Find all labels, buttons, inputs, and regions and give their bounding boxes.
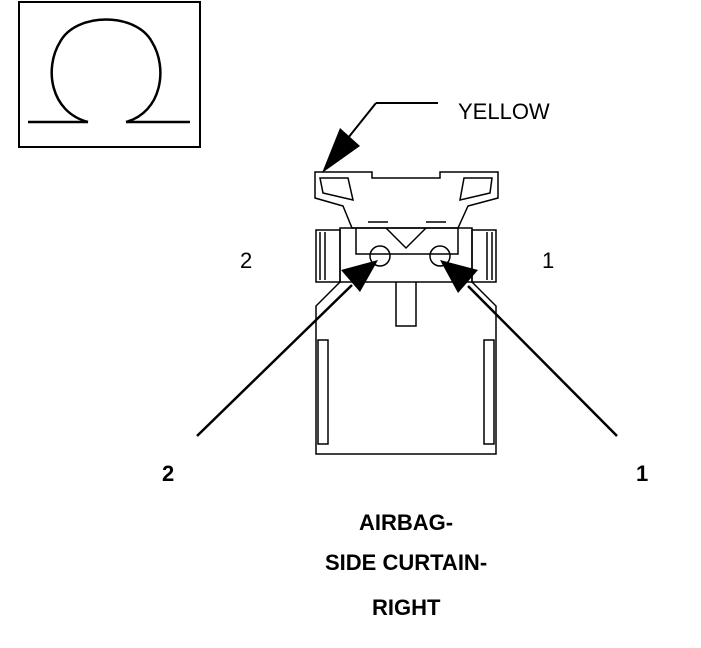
- connector: [314, 171, 499, 455]
- ohmmeter-symbol: [18, 1, 201, 148]
- connector-rib-right: [483, 339, 495, 445]
- probe-label-2: 2: [162, 461, 174, 486]
- connector-side-right-outer: [471, 229, 497, 283]
- title-line-2: SIDE CURTAIN-: [325, 550, 488, 575]
- color-label: YELLOW: [458, 99, 550, 124]
- connector-cap-tab-left: [319, 177, 354, 202]
- probe-1-arrowhead: [440, 260, 478, 293]
- probe-label-1: 1: [636, 461, 648, 486]
- connector-cap-tab-right: [459, 177, 493, 201]
- connector-lower-housing: [315, 281, 497, 455]
- cavity-2: [369, 245, 391, 267]
- probe-1: [440, 260, 618, 437]
- connector-top-cap: [314, 171, 499, 229]
- cavity-label-2: 2: [240, 248, 252, 273]
- ohmmeter-frame: [18, 1, 201, 148]
- title-line-3: RIGHT: [372, 595, 441, 620]
- probe-2: [196, 260, 378, 437]
- ohm-icon: [28, 18, 190, 124]
- cavity-1: [429, 245, 451, 267]
- title-line-1: AIRBAG-: [359, 510, 454, 535]
- color-leader: [322, 102, 438, 173]
- probe-2-arrowhead: [341, 260, 378, 292]
- connector-side-left-outer: [315, 229, 341, 283]
- connector-rib-left: [317, 339, 329, 445]
- color-arrowhead: [322, 128, 360, 173]
- cavity-label-1: 1: [542, 248, 554, 273]
- connector-latch-tab: [395, 282, 417, 327]
- connector-center-notch: [355, 228, 459, 255]
